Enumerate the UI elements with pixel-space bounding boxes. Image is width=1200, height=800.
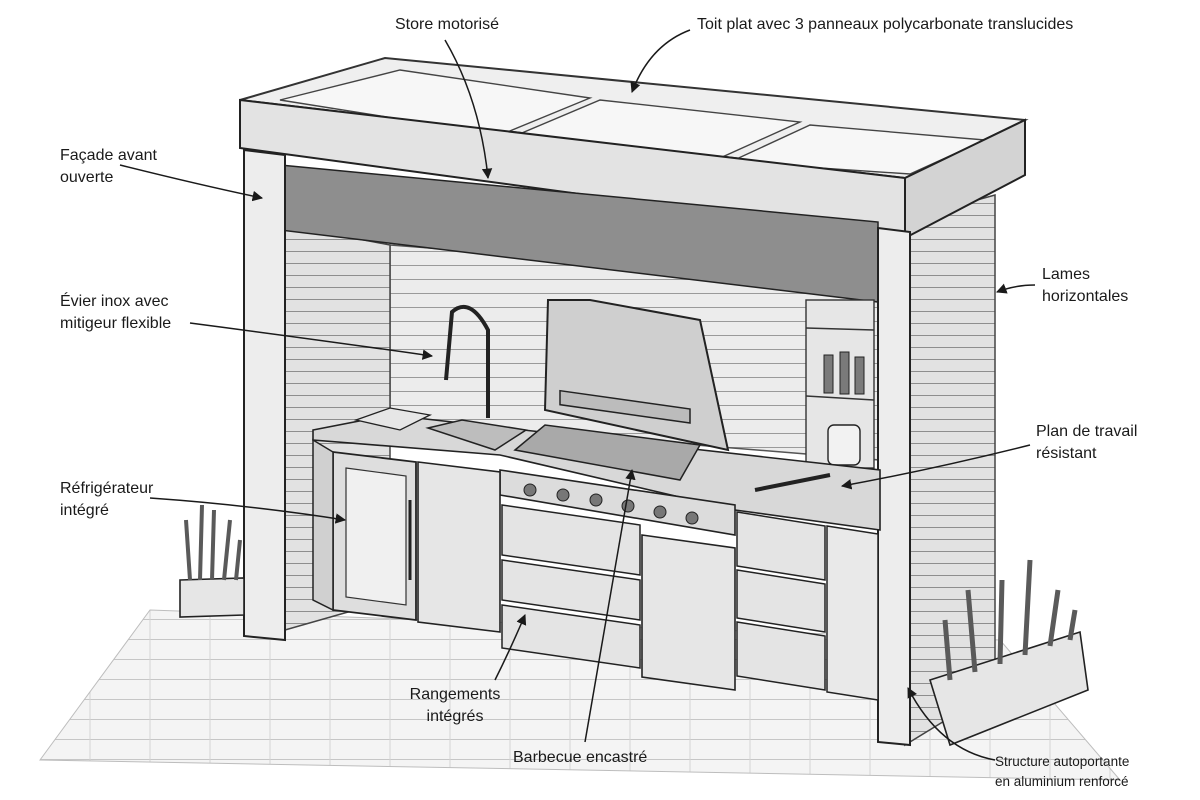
- sink-basin: [425, 419, 529, 451]
- left-plant: [184, 504, 242, 581]
- storage-jar: [827, 424, 861, 466]
- label-lames-horizontales: Lames horizontales: [1042, 266, 1129, 305]
- cabinet-right-end: [826, 525, 879, 701]
- right-planter: [929, 630, 1089, 747]
- label-structure: Structure autoportante en aluminium renf…: [995, 754, 1130, 789]
- drawer-2: [501, 559, 641, 621]
- roof-side-beam: [904, 118, 1026, 240]
- drawer-right-3: [736, 621, 826, 691]
- callout-line-structure: [907, 687, 996, 761]
- callout-line-store: [444, 39, 493, 180]
- drawer-right-2: [736, 569, 826, 633]
- label-toit-plat: Toit plat avec 3 panneaux polycarbonate …: [697, 16, 1074, 33]
- callout-line-rangements: [494, 614, 527, 681]
- callout-lines: [119, 29, 1036, 761]
- cabinet-door-centre: [641, 534, 736, 691]
- bbq-grill-grate: [513, 424, 702, 481]
- label-rangements: Rangements intégrés: [409, 686, 501, 725]
- cabinet-base: [312, 438, 334, 612]
- bbq-knob-6: [685, 511, 699, 525]
- callout-line-barbecue: [584, 468, 636, 743]
- drawer-right-1: [736, 511, 826, 581]
- cabinet-door-left: [417, 461, 501, 633]
- label-evier-inox: Évier inox avec mitigeur flexible: [60, 293, 172, 332]
- drawer-1: [501, 504, 641, 576]
- fridge-glass: [345, 467, 407, 606]
- bbq-knob-1: [523, 483, 537, 497]
- callout-line-refrigerateur: [149, 497, 347, 524]
- bottle-3: [854, 356, 865, 395]
- callout-line-plan: [840, 444, 1031, 490]
- flexible-mixer-tap: [444, 305, 490, 418]
- right-plant: [942, 559, 1078, 681]
- callout-line-evier: [189, 322, 434, 360]
- label-store-motorise: Store motorisé: [394, 16, 500, 33]
- bbq-hood-handle: [559, 389, 691, 424]
- bbq-knob-2: [556, 488, 570, 502]
- left-front-post: [243, 148, 286, 642]
- label-plan-de-travail: Plan de travail résistant: [1036, 423, 1138, 462]
- callout-line-facade: [119, 164, 264, 202]
- bbq-knob-5: [653, 505, 667, 519]
- bottle-1: [823, 354, 834, 394]
- callout-line-toit: [630, 29, 691, 93]
- cutting-board: [353, 407, 433, 431]
- bbq-utensils: [754, 473, 831, 492]
- bottle-2: [839, 351, 850, 395]
- label-barbecue: Barbecue encastré: [513, 749, 648, 766]
- label-facade-avant: Façade avant ouverte: [60, 147, 157, 186]
- bbq-knob-3: [589, 493, 603, 507]
- label-refrigerateur: Réfrigérateur intégré: [60, 480, 154, 519]
- callout-line-lames: [996, 283, 1036, 294]
